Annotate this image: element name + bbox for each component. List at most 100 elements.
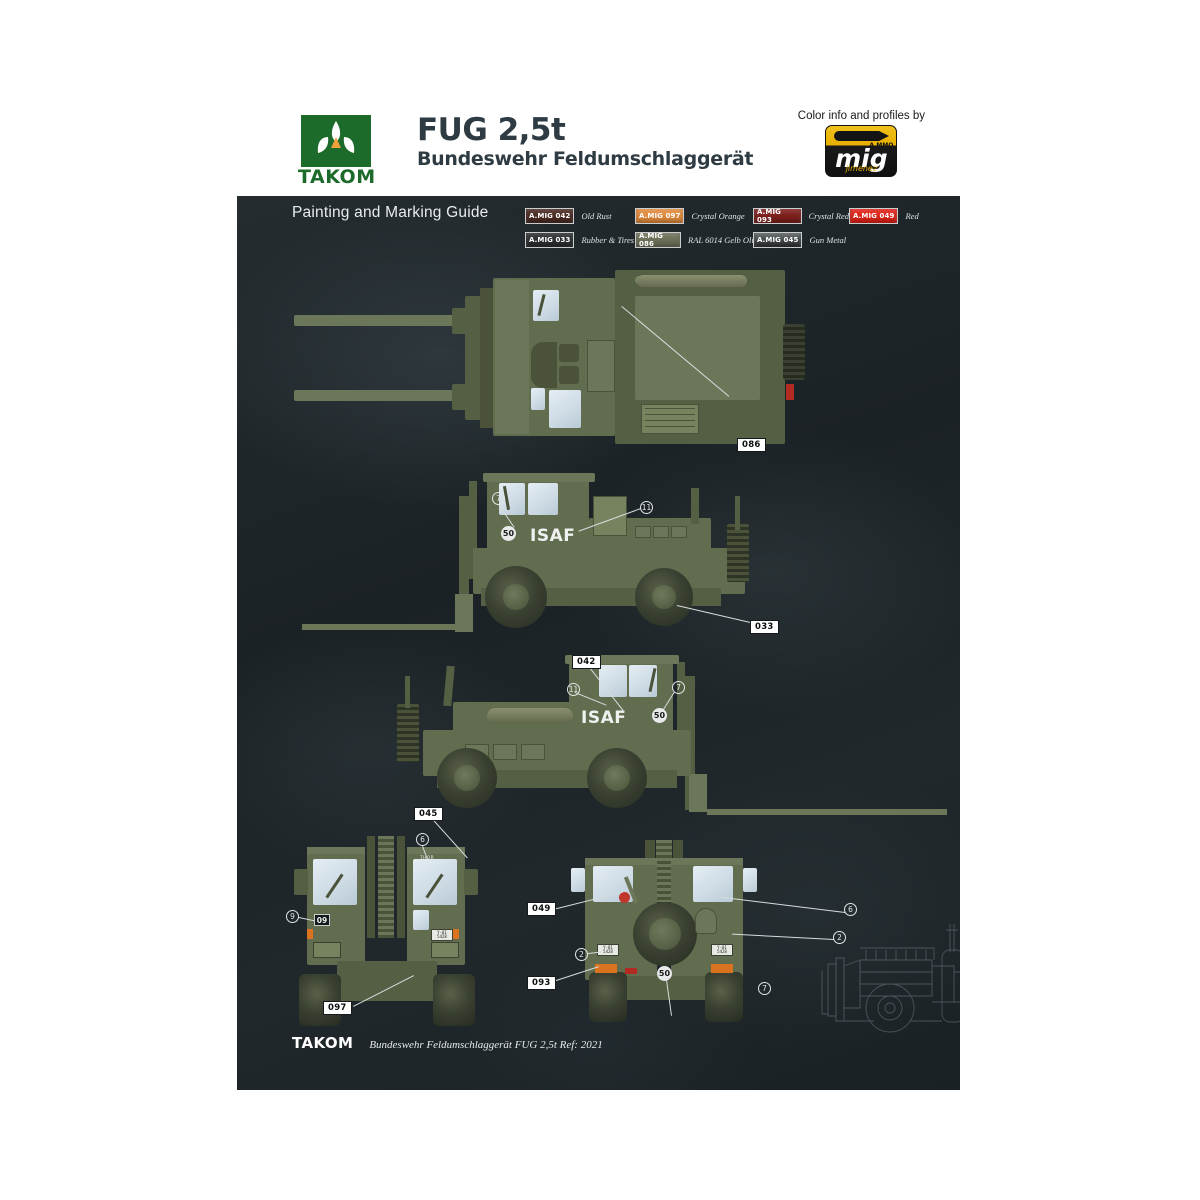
fork-left — [294, 315, 459, 326]
ammo-mig-logo: A.MMO mig jimenez — [825, 125, 898, 177]
jimenez-wordmark: jimenez — [845, 164, 878, 173]
mirror-right — [464, 869, 478, 895]
hydraulic-block-l — [593, 496, 627, 536]
rear-mirror-glass-left — [571, 868, 585, 892]
callout-circle-6-rear[interactable]: 6 — [844, 903, 857, 916]
exhaust-stack-l — [691, 488, 699, 524]
callout-093[interactable]: 093 — [527, 976, 556, 990]
callout-033[interactable]: 033 — [750, 620, 779, 634]
swatch-045: A.MIG 045 — [753, 232, 803, 248]
front-tire-right — [433, 974, 475, 1026]
front-lower-frame — [337, 961, 437, 1001]
grille-line-4 — [645, 426, 695, 427]
fork-right — [294, 390, 459, 401]
legend-item-093: A.MIG 093 Crystal Red — [753, 208, 849, 224]
roof-glass-1 — [533, 290, 559, 321]
legend-item-045: A.MIG 045 Gun Metal — [753, 232, 846, 248]
front-roof-right — [407, 847, 465, 854]
badge-50-r: 50 — [652, 708, 667, 723]
front-mast-chain — [378, 836, 394, 938]
mig-wordmark: mig — [835, 144, 888, 173]
mast-l — [459, 496, 469, 630]
callout-circle-7-r[interactable]: 7 — [672, 681, 685, 694]
front-roof-left — [307, 847, 365, 854]
title-block: FUG 2,5t Bundeswehr Feldumschlaggerät — [417, 114, 754, 169]
grille-line-1 — [645, 408, 695, 409]
mast-rear-r — [677, 662, 685, 762]
grille-r-3 — [521, 744, 545, 760]
callout-097[interactable]: 097 — [323, 1001, 352, 1015]
color-legend: A.MIG 042 Old Rust A.MIG 097 Crystal Ora… — [525, 204, 935, 252]
legend-row: A.MIG 042 Old Rust A.MIG 097 Crystal Ora… — [525, 204, 935, 228]
legend-item-097: A.MIG 097 Crystal Orange — [635, 208, 753, 224]
antenna-r — [405, 676, 410, 708]
swatch-033: A.MIG 033 — [525, 232, 575, 248]
rear-wheel-top — [783, 324, 805, 380]
callout-045[interactable]: 045 — [414, 807, 443, 821]
plate-line-2: 5428 — [437, 934, 447, 940]
rear-glass-right — [693, 866, 733, 902]
takom-wordmark: TAKOM — [298, 166, 376, 188]
grille-line-2 — [645, 414, 695, 415]
leader-033 — [676, 605, 752, 624]
callout-circle-9[interactable]: 9 — [286, 910, 299, 923]
rear-mirror-glass-right — [743, 868, 757, 892]
exhaust-stack-r — [443, 665, 455, 707]
cab-glass-r-1 — [599, 665, 627, 697]
callout-circle-6-front[interactable]: 6 — [416, 833, 429, 846]
front-lamp-cluster-right — [431, 942, 459, 958]
grille-r-2 — [493, 744, 517, 760]
callout-circle-2-left[interactable]: 2 — [575, 948, 588, 961]
rear-tire-right — [705, 972, 743, 1022]
plate-line-1: Y-81 — [717, 945, 727, 950]
grille-l-1 — [635, 526, 651, 538]
cab-roof-r — [565, 655, 679, 664]
front-mast-rail-b — [397, 836, 405, 938]
seat-1 — [559, 344, 579, 362]
takom-logo: TAKOM — [295, 115, 381, 189]
callout-circle-11-l[interactable]: 11 — [640, 501, 653, 514]
callout-circle-7-rear[interactable]: 7 — [758, 982, 771, 995]
swatch-name-086: RAL 6014 Gelb Oliv — [688, 235, 758, 245]
legend-item-049: A.MIG 049 Red — [849, 208, 919, 224]
isaf-marking-l: ISAF — [530, 526, 576, 546]
cylinder-top — [637, 275, 747, 287]
callout-circle-11-r[interactable]: 11 — [567, 683, 580, 696]
bullet-icon — [834, 131, 890, 141]
plate-line-2: 5428 — [603, 949, 613, 955]
front-marker-lamp-right — [453, 929, 459, 939]
callout-circle-7-l[interactable]: 7 — [492, 492, 505, 505]
trefoil-svg — [317, 121, 355, 153]
panel-title: Painting and Marking Guide — [292, 204, 489, 221]
partner-caption: Color info and profiles by — [797, 110, 925, 122]
front-glass-small — [413, 910, 429, 930]
callout-049[interactable]: 049 — [527, 902, 556, 916]
callout-086[interactable]: 086 — [737, 438, 766, 452]
ammo-tag: A.MMO — [869, 142, 894, 149]
rear-lamp-left — [595, 964, 617, 973]
callout-circle-2-rear[interactable]: 2 — [833, 931, 846, 944]
legend-item-042: A.MIG 042 Old Rust — [525, 208, 635, 224]
legend-item-033: A.MIG 033 Rubber & Tires — [525, 232, 635, 248]
rear-roof-left — [585, 858, 657, 865]
rear-roof-right — [671, 858, 743, 865]
red-knob-rear — [619, 892, 630, 903]
plate-rear-right: Y-81 5428 — [711, 944, 733, 956]
mirror-left — [294, 869, 308, 895]
mast-rail — [480, 288, 493, 428]
rear-tire-left — [589, 972, 627, 1022]
hub-l-rear — [652, 585, 676, 609]
carriage-r — [689, 774, 707, 812]
grille-l-2 — [653, 526, 669, 538]
badge-09-front: 09 — [314, 914, 330, 926]
cab-glass-l-2 — [528, 483, 558, 515]
spare-hub-rear — [649, 918, 681, 950]
swatch-093: A.MIG 093 — [753, 208, 802, 224]
swatch-name-033: Rubber & Tires — [581, 235, 635, 245]
grille-panel — [641, 404, 699, 434]
callout-042[interactable]: 042 — [572, 655, 601, 669]
rear-reflector — [625, 968, 637, 974]
plate-line-1: Y-81 — [437, 930, 447, 935]
plate-front: Y-81 5428 — [431, 929, 453, 941]
spare-tool-l — [727, 524, 749, 582]
